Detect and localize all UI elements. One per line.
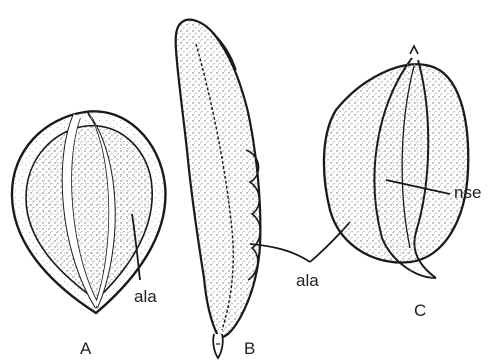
label-nse: nse (454, 183, 481, 202)
label-ala-a: ala (134, 287, 157, 306)
fruit-c-tip (410, 46, 418, 54)
fruit-b-stalk (213, 334, 223, 358)
fruit-b (176, 20, 261, 358)
ala-bc-leader (250, 222, 350, 262)
label-panel-a: A (80, 339, 92, 358)
label-panel-c: C (414, 301, 426, 320)
fruit-c (324, 46, 468, 278)
label-ala-bc: ala (296, 271, 319, 290)
label-panel-b: B (244, 339, 255, 358)
fruit-b-wing (176, 20, 261, 337)
fruit-a (12, 111, 165, 313)
